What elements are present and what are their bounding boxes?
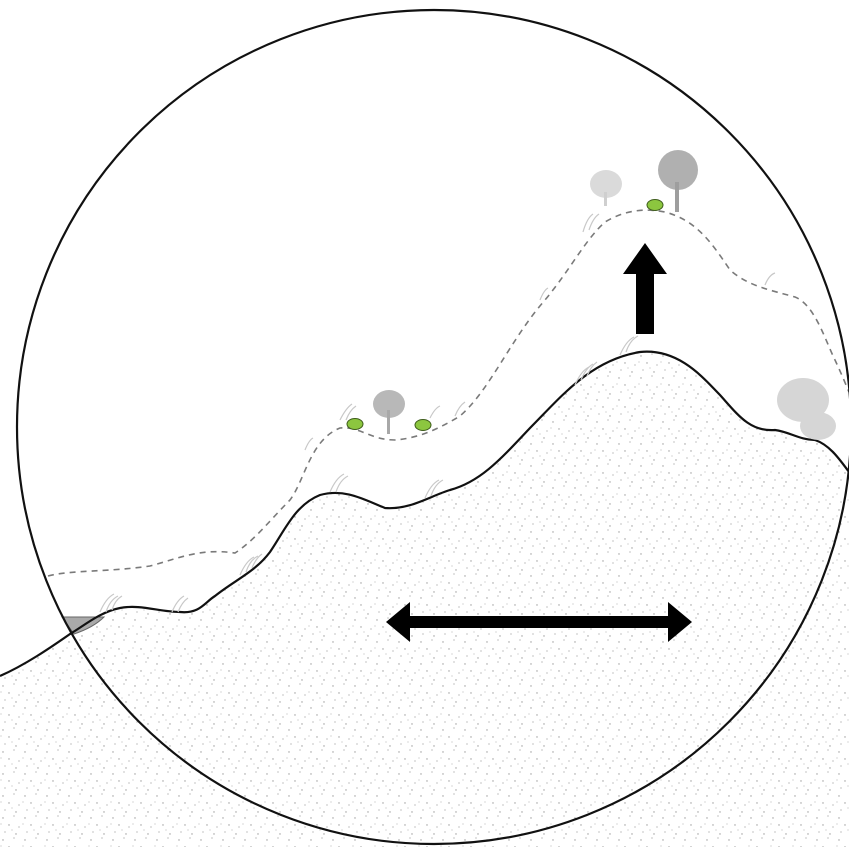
grass-tufts [99, 213, 776, 613]
vertical-up-arrow [623, 243, 667, 334]
shrub-icon [646, 199, 664, 211]
ground-fill [0, 351, 849, 847]
tree-icon [590, 170, 622, 206]
shrub-icon [346, 418, 364, 430]
dashed-profile-line [47, 209, 849, 577]
shrub-icon [414, 419, 432, 431]
circle-lens [16, 9, 849, 845]
tree-icon [658, 150, 698, 212]
tree-icon [777, 378, 836, 440]
tree-icon [373, 390, 405, 434]
ground-profile-line [0, 350, 849, 678]
horizontal-double-arrow [386, 602, 692, 642]
